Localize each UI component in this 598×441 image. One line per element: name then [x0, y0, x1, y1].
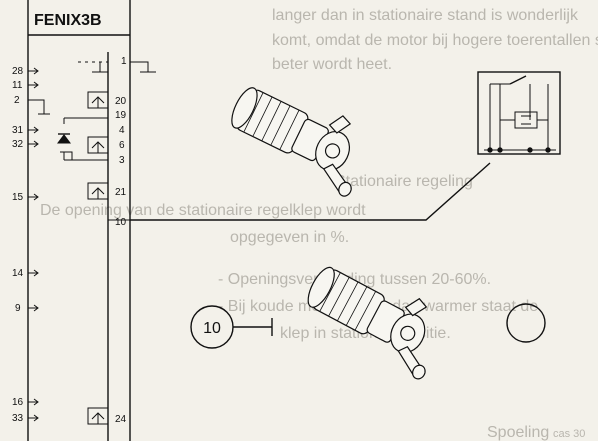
background-line-2: komt, omdat de motor bij hogere toerenta…: [272, 32, 598, 49]
pin-3-label: 3: [119, 155, 125, 166]
pin-1-ground-right: [130, 61, 156, 73]
output-stage-21: [87, 182, 109, 200]
pin-19-label: 19: [115, 110, 127, 121]
pin-16-arrow: [28, 398, 39, 406]
output-stage-20: [87, 91, 109, 109]
pin-16-label: 16: [12, 397, 24, 408]
pin-9-arrow: [28, 304, 39, 312]
pin-15-arrow: [28, 193, 39, 201]
pin-31-arrow: [28, 126, 39, 134]
pin-24-label: 24: [115, 414, 127, 425]
output-stage-24: [87, 407, 109, 425]
pin-11-label: 11: [12, 80, 23, 91]
connector-callout: 10: [190, 305, 273, 349]
pin-28-label: 28: [12, 66, 24, 77]
ecu-module: FENIX3B: [27, 0, 131, 441]
pin-2-line: [28, 99, 45, 114]
diode-bus: [76, 117, 108, 161]
pin-4-label: 4: [119, 125, 125, 136]
pin-6-label: 6: [119, 140, 125, 151]
pin-20-label: 20: [115, 96, 127, 107]
ecu-title: FENIX3B: [34, 12, 102, 29]
pin-32-label: 32: [12, 139, 24, 150]
upper-pump-illustration: [231, 87, 352, 197]
relay-box: [477, 71, 561, 155]
pin-32-arrow: [28, 140, 39, 148]
right-pins: 1 20 19 4 6 3 21 10 24: [115, 56, 127, 425]
diode-ground: [60, 151, 73, 160]
pin-1-ground-left: [92, 62, 108, 73]
pin-10-label: 10: [115, 217, 127, 228]
pin-1-label: 1: [121, 56, 127, 67]
connector-lead: [233, 318, 273, 336]
background-body-1: De opening van de stationaire regelklep …: [40, 202, 366, 219]
pin-15-label: 15: [12, 192, 24, 203]
ecu-internals: [60, 61, 156, 425]
pin-14-label: 14: [12, 268, 24, 279]
page-corner-label: cas 30: [553, 428, 585, 440]
pin-11-arrow: [28, 81, 39, 89]
relay-node-4: [545, 147, 551, 153]
relay-coil: [514, 111, 538, 129]
background-footer-heading: Spoeling: [487, 424, 549, 441]
diode-symbol: [57, 134, 71, 144]
pin-33-label: 33: [12, 413, 24, 424]
pin-28-arrow: [28, 67, 39, 75]
pin-14-arrow: [28, 269, 39, 277]
relay-node-3: [527, 147, 533, 153]
background-body-2: opgegeven in %.: [230, 229, 349, 246]
pin-21-label: 21: [115, 187, 127, 198]
background-line-3: beter wordt heet.: [272, 56, 392, 73]
relay-coil-winding: [521, 115, 531, 125]
pin-33-arrow: [28, 414, 39, 422]
relay-wires: [489, 84, 549, 150]
background-heading: Stationaire regeling: [335, 173, 473, 190]
relay-outline: [477, 71, 561, 155]
ring-symbol: [506, 303, 546, 343]
lower-pump-illustration: [307, 266, 428, 380]
relay-node-2: [497, 147, 503, 153]
background-line-1: langer dan in stationaire stand is wonde…: [272, 7, 579, 24]
relay-node-1: [487, 147, 493, 153]
left-pins: 28 11 2 31 32 15 14 9 16 33: [12, 66, 50, 424]
pin-9-label: 9: [15, 303, 21, 314]
diode-leads: [63, 117, 76, 161]
pin-31-label: 31: [12, 125, 24, 136]
output-stage-4: [87, 136, 109, 154]
pin-2-label: 2: [14, 95, 20, 106]
relay-switch-contact: [509, 75, 527, 85]
connector-label: 10: [203, 320, 221, 337]
pin-10-wire: [130, 162, 491, 221]
